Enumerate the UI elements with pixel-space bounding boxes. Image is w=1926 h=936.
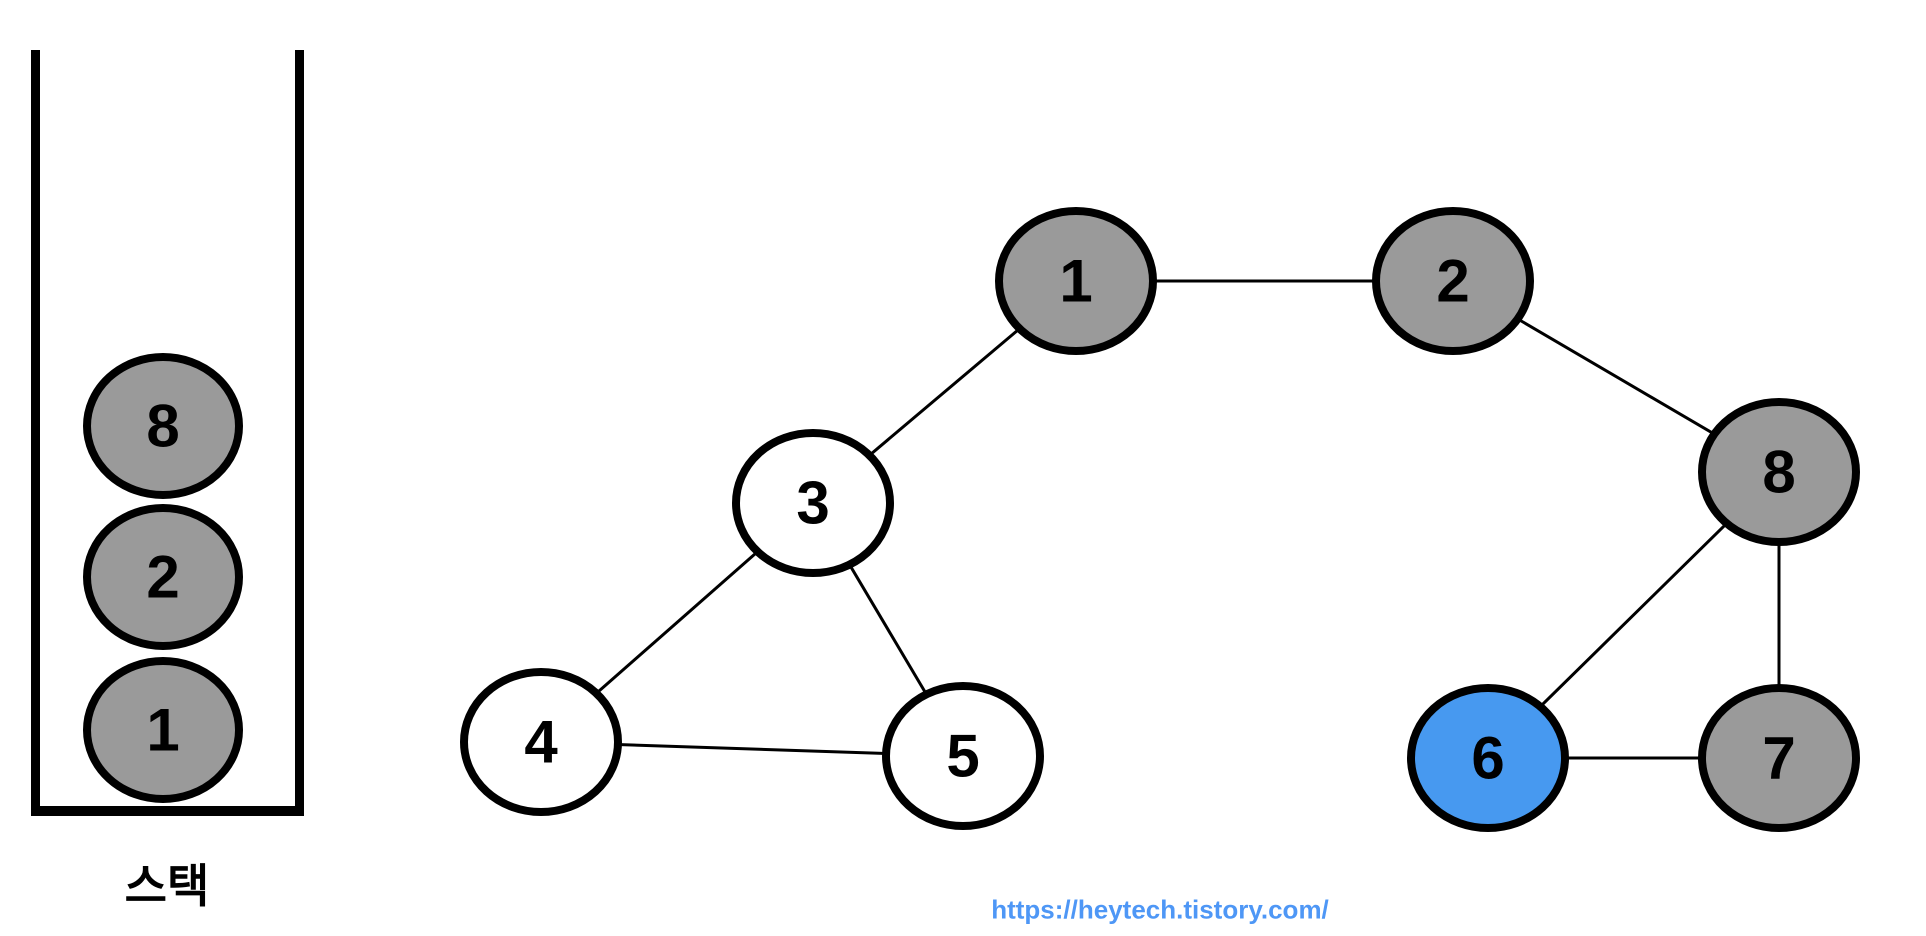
- graph-node-3-label: 3: [796, 470, 829, 537]
- graph-node-7-label: 7: [1762, 725, 1795, 792]
- graph-nodes: 1 2 3 4 5 6 7 8: [460, 207, 1860, 832]
- graph-node-6: 6: [1407, 684, 1569, 832]
- graph-node-2: 2: [1372, 207, 1534, 355]
- site-url-link[interactable]: https://heytech.tistory.com/: [991, 894, 1329, 925]
- graph-node-4-label: 4: [524, 709, 558, 776]
- graph-node-1-label: 1: [1059, 248, 1092, 315]
- stack-bottom-wall: [31, 806, 304, 816]
- graph-node-7: 7: [1698, 684, 1860, 832]
- stack-container: [31, 50, 304, 816]
- stack-right-wall: [295, 50, 304, 816]
- graph-node-6-label: 6: [1471, 725, 1504, 792]
- stack-items: 8 2 1: [83, 353, 243, 803]
- stack-item-8-label: 8: [146, 393, 179, 460]
- graph-node-5: 5: [882, 682, 1044, 830]
- graph-node-8: 8: [1698, 398, 1860, 546]
- stack-item-1: 1: [83, 657, 243, 803]
- stack-left-wall: [31, 50, 40, 816]
- stack-label: 스택: [124, 860, 210, 912]
- stack-item-2-label: 2: [146, 544, 179, 611]
- graph-node-3: 3: [732, 429, 894, 577]
- stack-item-1-label: 1: [146, 697, 179, 764]
- graph-node-8-label: 8: [1762, 439, 1795, 506]
- graph-node-2-label: 2: [1436, 248, 1469, 315]
- stack-item-2: 2: [83, 504, 243, 650]
- stack-item-8: 8: [83, 353, 243, 499]
- graph-edges: [540, 279, 1781, 760]
- graph-node-1: 1: [995, 207, 1157, 355]
- graph-node-5-label: 5: [946, 723, 979, 790]
- graph-node-4: 4: [460, 668, 622, 816]
